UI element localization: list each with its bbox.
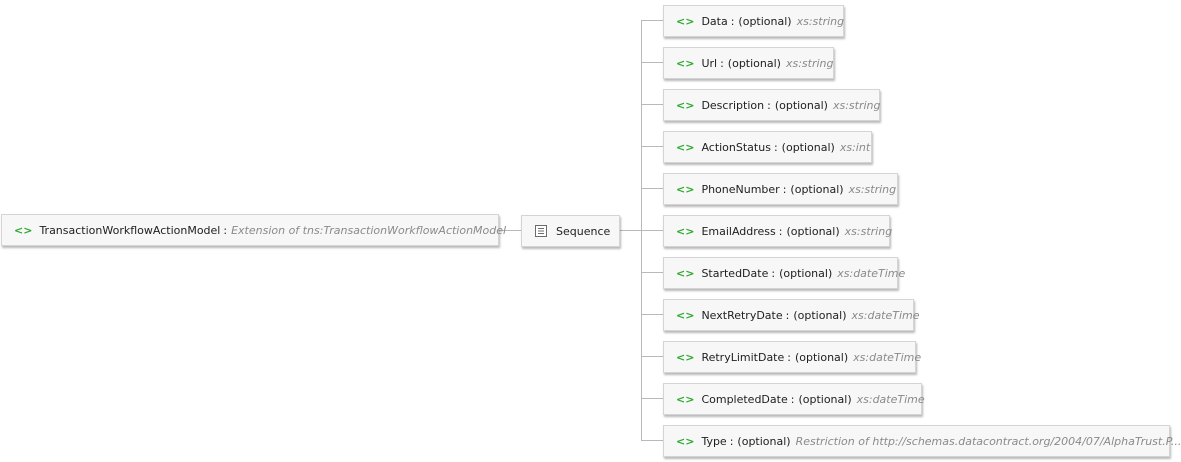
element-type: xs:string bbox=[844, 224, 893, 238]
sequence-icon bbox=[535, 225, 547, 237]
element-icon: <> bbox=[676, 434, 695, 448]
element-modifier: (optional) bbox=[738, 14, 792, 28]
separator-colon: : bbox=[771, 266, 776, 280]
child-branch-connector bbox=[641, 20, 663, 21]
element-icon: <> bbox=[676, 182, 695, 196]
element-type: xs:dateTime bbox=[851, 308, 920, 322]
element-icon: <> bbox=[676, 224, 695, 238]
root-element-type: Extension of tns:TransactionWorkflowActi… bbox=[231, 223, 507, 237]
separator-colon: : bbox=[773, 140, 778, 154]
element-name: NextRetryDate bbox=[701, 308, 783, 322]
separator-colon: : bbox=[729, 434, 734, 448]
separator-colon: : bbox=[767, 98, 771, 112]
separator-colon: : bbox=[223, 223, 228, 237]
element-name: Url bbox=[701, 56, 718, 70]
element-name: PhoneNumber bbox=[701, 182, 780, 196]
element-icon: <> bbox=[676, 140, 695, 154]
child-branch-connector bbox=[641, 356, 663, 357]
child-branch-connector bbox=[641, 398, 663, 399]
child-element-node[interactable]: <> Url:(optional) xs:string bbox=[663, 47, 834, 79]
element-icon: <> bbox=[676, 392, 695, 406]
element-modifier: (optional) bbox=[781, 140, 835, 154]
element-icon: <> bbox=[676, 56, 695, 70]
child-element-node[interactable]: <> EmailAddress:(optional) xs:string bbox=[663, 215, 893, 247]
child-branch-connector bbox=[641, 440, 663, 441]
element-modifier: (optional) bbox=[727, 56, 781, 70]
element-name: ActionStatus bbox=[701, 140, 771, 154]
element-modifier: (optional) bbox=[794, 350, 849, 364]
separator-colon: : bbox=[790, 392, 795, 406]
child-element-node[interactable]: <> CompletedDate:(optional) xs:dateTime bbox=[663, 383, 925, 415]
sequence-label: Sequence bbox=[556, 224, 611, 238]
element-name: Type bbox=[701, 434, 727, 448]
root-element-node[interactable]: <> TransactionWorkflowActionModel : Exte… bbox=[1, 214, 506, 246]
child-branch-connector bbox=[641, 272, 663, 273]
element-modifier: (optional) bbox=[798, 392, 852, 406]
separator-colon: : bbox=[782, 182, 787, 196]
element-type: xs:dateTime bbox=[853, 350, 922, 364]
element-name: EmailAddress bbox=[701, 224, 776, 238]
element-modifier: (optional) bbox=[793, 308, 847, 322]
element-type: xs:string bbox=[832, 98, 881, 112]
element-icon: <> bbox=[14, 223, 33, 237]
child-element-node[interactable]: <> Type:(optional) Restriction of http://s… bbox=[663, 425, 1181, 457]
child-element-node[interactable]: <> Description:(optional) xs:string bbox=[663, 89, 881, 121]
element-icon: <> bbox=[676, 308, 695, 322]
element-icon: <> bbox=[676, 350, 695, 364]
element-modifier: (optional) bbox=[790, 182, 844, 196]
element-type: Restriction of http://schemas.datacontra… bbox=[795, 434, 1181, 448]
element-icon: <> bbox=[676, 98, 695, 112]
child-branch-connector bbox=[641, 230, 663, 231]
element-type: xs:dateTime bbox=[856, 392, 925, 406]
child-branch-connector bbox=[641, 188, 663, 189]
element-name: RetryLimitDate bbox=[701, 350, 785, 364]
separator-colon: : bbox=[730, 14, 735, 28]
child-branch-connector bbox=[641, 314, 663, 315]
root-element-name: TransactionWorkflowActionModel bbox=[39, 223, 221, 237]
child-element-node[interactable]: <> PhoneNumber:(optional) xs:string bbox=[663, 173, 898, 205]
separator-colon: : bbox=[787, 350, 791, 364]
sequence-node[interactable]: Sequence bbox=[521, 215, 620, 247]
element-type: xs:dateTime bbox=[837, 266, 906, 280]
child-branch-connector bbox=[641, 146, 663, 147]
element-modifier: (optional) bbox=[779, 266, 833, 280]
root-to-sequence-connector bbox=[499, 230, 521, 231]
child-element-node[interactable]: <> StartedDate:(optional) xs:dateTime bbox=[663, 257, 905, 289]
element-name: Data bbox=[701, 14, 728, 28]
element-name: StartedDate bbox=[701, 266, 769, 280]
element-modifier: (optional) bbox=[737, 434, 791, 448]
child-branch-connector bbox=[641, 62, 663, 63]
separator-colon: : bbox=[720, 56, 724, 70]
child-branch-connector bbox=[641, 104, 663, 105]
child-element-node[interactable]: <> NextRetryDate:(optional) xs:dateTime bbox=[663, 299, 920, 331]
element-type: xs:string bbox=[785, 56, 834, 70]
sequence-to-bus-connector bbox=[620, 230, 641, 231]
element-icon: <> bbox=[676, 14, 695, 28]
separator-colon: : bbox=[785, 308, 790, 322]
separator-colon: : bbox=[778, 224, 783, 238]
element-name: CompletedDate bbox=[701, 392, 788, 406]
element-type: xs:int bbox=[839, 140, 871, 154]
element-type: xs:string bbox=[796, 14, 845, 28]
child-element-node[interactable]: <> ActionStatus:(optional) xs:int bbox=[663, 131, 872, 163]
child-element-node[interactable]: <> RetryLimitDate:(optional) xs:dateTime bbox=[663, 341, 921, 373]
element-modifier: (optional) bbox=[774, 98, 828, 112]
element-name: Description bbox=[701, 98, 765, 112]
element-type: xs:string bbox=[848, 182, 897, 196]
child-element-node[interactable]: <> Data:(optional) xs:string bbox=[663, 5, 844, 37]
element-modifier: (optional) bbox=[786, 224, 840, 238]
element-icon: <> bbox=[676, 266, 695, 280]
